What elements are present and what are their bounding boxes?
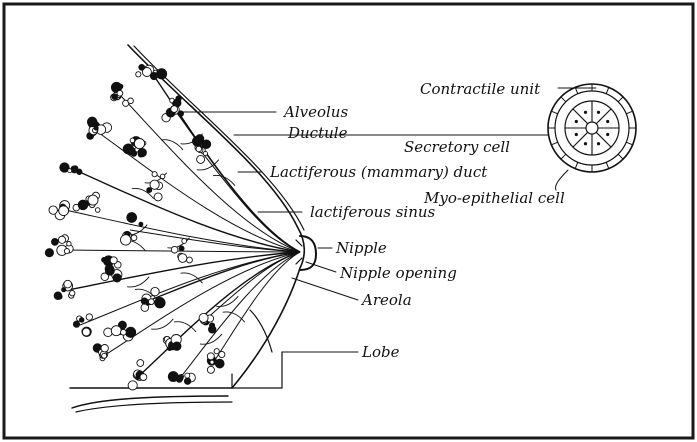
label-secretory-cell: Secretory cell [404,138,510,156]
label-contractile-unit: Contractile unit [420,80,541,98]
label-nipple: Nipple [335,239,387,257]
label-nipple-opening: Nipple opening [339,264,457,282]
label-myoepithelial-cell: Myo-epithelial cell [423,189,565,207]
contractile-unit-cross-section [548,84,636,172]
label-lobe: Lobe [361,343,400,361]
label-lactiferous-sinus: lactiferous sinus [310,203,436,221]
figure-frame [4,4,693,438]
label-lactiferous-duct: Lactiferous (mammary) duct [269,163,488,181]
label-ductule: Ductule [287,124,348,142]
label-alveolus: Alveolus [282,103,348,121]
label-areola: Areola [360,291,412,309]
